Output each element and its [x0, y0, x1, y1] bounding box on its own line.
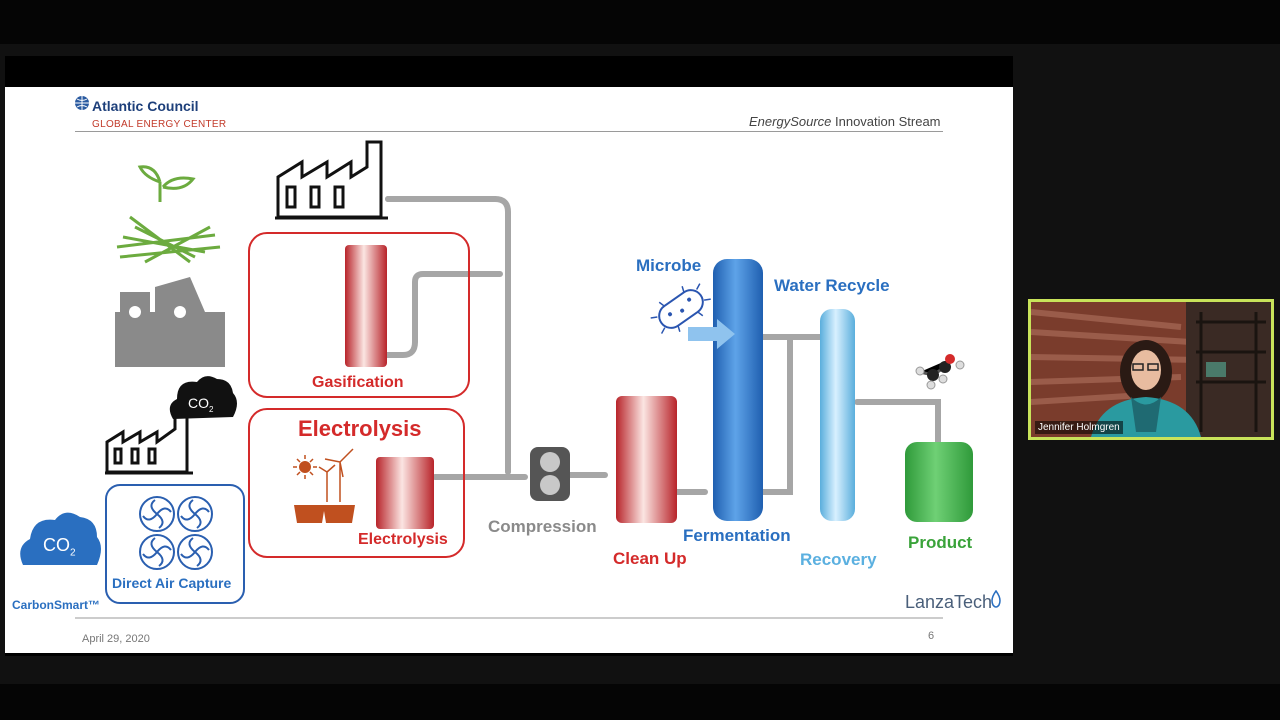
stream-title-rest: Innovation Stream: [831, 114, 941, 129]
globe-icon: [75, 96, 89, 110]
co2-blue-cloud-icon: [20, 512, 101, 565]
org-name: Atlantic Council: [92, 98, 199, 114]
electrolysis-title: Electrolysis: [298, 416, 422, 441]
microbe-icon: [650, 283, 711, 334]
gasifier-tank: [345, 245, 387, 367]
process-diagram: [20, 140, 973, 619]
fermentation-label: Fermentation: [683, 526, 791, 545]
factory-top-icon: [275, 140, 388, 220]
water-recycle-label: Water Recycle: [774, 276, 890, 295]
org-subtitle: GLOBAL ENERGY CENTER: [92, 119, 227, 130]
bottom-bar: [0, 684, 1280, 720]
compression-label: Compression: [488, 517, 597, 536]
sun-icon: [293, 455, 317, 479]
stream-title: EnergySource Innovation Stream: [749, 114, 941, 129]
electrolyzer-tank: [376, 457, 434, 529]
flame-icon: [991, 590, 1001, 608]
stream-title-italic: EnergySource: [749, 114, 832, 129]
electrolysis-box: [248, 408, 465, 558]
lanzatech-logo: LanzaTech: [905, 592, 993, 612]
biomass-icon: [116, 165, 221, 264]
dac-box: [105, 484, 245, 604]
product-label: Product: [908, 533, 973, 552]
pipes: [382, 196, 941, 495]
wind-turbine-icon: [318, 448, 354, 502]
product-tank: [905, 442, 973, 522]
electrolysis-label: Electrolysis: [358, 531, 448, 548]
cleanup-label: Clean Up: [613, 549, 687, 568]
gasification-box: [248, 232, 470, 398]
participant-video-tile[interactable]: Jennifer Holmgren: [1028, 299, 1274, 440]
footer-date: April 29, 2020: [82, 633, 150, 645]
top-bar: [0, 0, 1280, 44]
page-number: 6: [928, 630, 935, 642]
solar-panel-icon: [294, 505, 355, 523]
cleanup-tank: [616, 396, 677, 523]
carbonsmart-label: CarbonSmart™: [12, 598, 101, 612]
microbe-label: Microbe: [636, 256, 702, 275]
participant-video-feed: [1031, 302, 1271, 437]
fan-icons: [139, 496, 213, 570]
dac-label: Direct Air Capture: [112, 575, 232, 591]
ethanol-molecule-icon: [915, 354, 965, 390]
factory-small-icon: [105, 405, 193, 475]
participant-name: Jennifer Holmgren: [1035, 421, 1123, 434]
header-line: [75, 131, 943, 132]
recovery-column: [820, 309, 855, 521]
compressor-icon: [530, 447, 570, 501]
recovery-label: Recovery: [800, 550, 877, 569]
fermentation-column: [713, 259, 763, 521]
co2-black-label: CO2: [188, 395, 214, 414]
gasification-label: Gasification: [312, 374, 404, 391]
waste-truck-icon: [115, 277, 225, 367]
co2-blue-label: CO2: [43, 535, 76, 559]
presentation-slide: Atlantic Council GLOBAL ENERGY CENTER En…: [5, 87, 1013, 653]
arrow-icon: [688, 319, 735, 349]
